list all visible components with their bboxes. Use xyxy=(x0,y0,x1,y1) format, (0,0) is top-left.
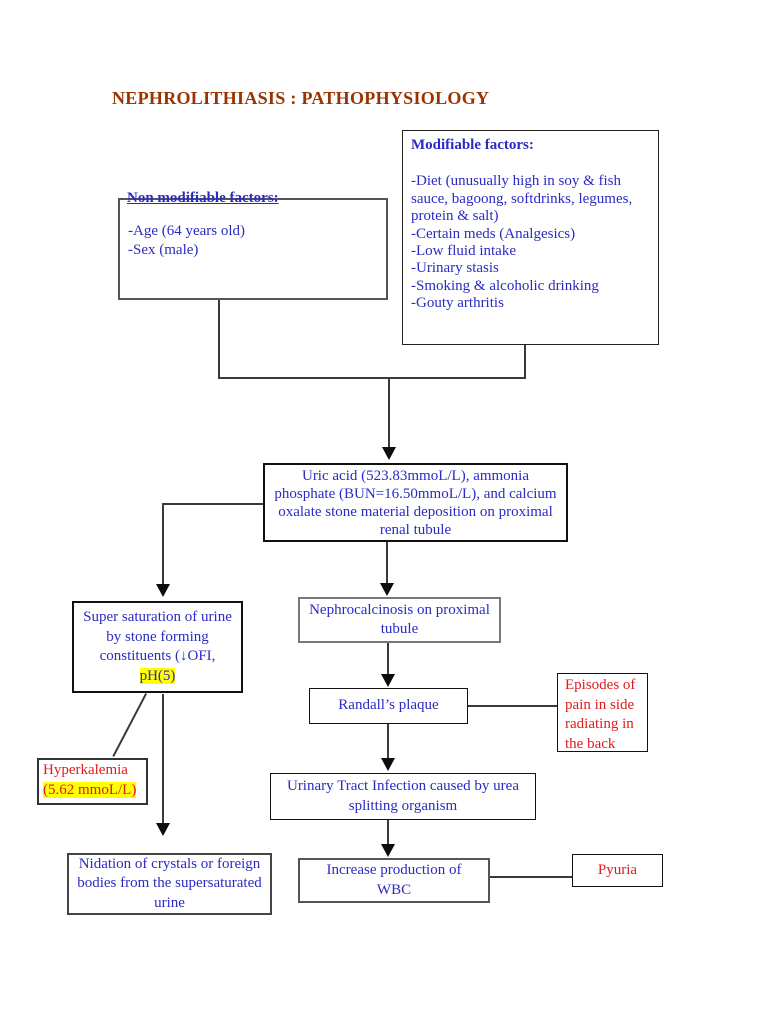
flow-box-uti: Urinary Tract Infection caused by urea s… xyxy=(270,773,536,820)
arrow-to-uti-head xyxy=(381,758,395,771)
flow-box-randalls-plaque: Randall’s plaque xyxy=(309,688,468,724)
modifiable-item-meds: -Certain meds (Analgesics) xyxy=(411,225,576,242)
modifiable-item-fluid: -Low fluid intake xyxy=(411,242,516,259)
flow-box-wbc-production: Increase production of WBC xyxy=(298,858,490,903)
hyperkalemia-label: Hyperkalemia xyxy=(43,762,128,778)
connector-to-hyperkalemia xyxy=(112,693,147,757)
supersaturation-text: Super saturation of urine by stone formi… xyxy=(83,609,232,664)
connector-randall-to-episodes xyxy=(468,705,557,707)
flow-box-uric-acid-deposition: Uric acid (523.83mmoL/L), ammonia phosph… xyxy=(263,463,568,542)
flow-box-nephrocalcinosis: Nephrocalcinosis on proximal tubule xyxy=(298,597,501,643)
non-modifiable-item-sex: -Sex (male) xyxy=(128,242,199,259)
connector-join-horizontal xyxy=(218,377,526,379)
nidation-text: Nidation of crystals or foreign bodies f… xyxy=(77,855,262,911)
arrow-to-uric-acid-shaft xyxy=(388,378,390,447)
arrow-to-supersaturation-shaft xyxy=(162,503,164,584)
flow-box-supersaturation: Super saturation of urine by stone formi… xyxy=(72,601,243,693)
uric-acid-text: Uric acid (523.83mmoL/L), ammonia phosph… xyxy=(274,467,557,538)
arrow-to-nephrocalcinosis-head xyxy=(380,583,394,596)
non-modifiable-heading: Non modifiable factors: xyxy=(127,190,279,206)
arrow-to-randalls-plaque-shaft xyxy=(387,643,389,675)
connector-uric-left-horizontal xyxy=(163,503,263,505)
modifiable-item-stasis: -Urinary stasis xyxy=(411,260,499,277)
flow-box-modifiable-factors: Modifiable factors: -Diet (unusually hig… xyxy=(402,130,659,345)
arrow-to-wbc-head xyxy=(381,844,395,857)
arrow-to-uti-shaft xyxy=(387,724,389,759)
arrow-to-uric-acid-head xyxy=(382,447,396,460)
pyuria-text: Pyuria xyxy=(597,861,638,878)
supersaturation-ph-highlight: pH(5) xyxy=(139,667,176,684)
arrow-to-supersaturation-head xyxy=(156,584,170,597)
connector-wbc-to-pyuria xyxy=(490,876,572,878)
arrow-to-wbc-shaft xyxy=(387,820,389,845)
arrow-to-randalls-plaque-head xyxy=(381,674,395,687)
arrow-to-nidation-shaft xyxy=(162,694,164,823)
flow-box-pyuria: Pyuria xyxy=(572,854,663,887)
non-modifiable-item-age: -Age (64 years old) xyxy=(128,223,246,239)
randalls-plaque-text: Randall’s plaque xyxy=(338,697,439,714)
flow-box-nidation: Nidation of crystals or foreign bodies f… xyxy=(67,853,272,915)
modifiable-item-gouty: -Gouty arthritis xyxy=(411,295,504,312)
wbc-text: Increase production of WBC xyxy=(326,862,462,898)
arrow-to-nephrocalcinosis-shaft xyxy=(386,542,388,584)
nephrocalcinosis-text: Nephrocalcinosis on proximal tubule xyxy=(309,601,490,637)
connector-non-modifiable-down xyxy=(218,300,220,378)
hyperkalemia-value: (5.62 mmoL/L) xyxy=(43,781,137,798)
page-title: NEPHROLITHIASIS : PATHOPHYSIOLOGY xyxy=(112,88,490,108)
episodes-of-pain-text: Episodes of pain in side radiating in th… xyxy=(565,677,636,752)
flow-box-episodes-of-pain: Episodes of pain in side radiating in th… xyxy=(557,673,648,752)
flow-box-non-modifiable-factors: Non modifiable factors: -Age (64 years o… xyxy=(118,190,388,300)
uti-text: Urinary Tract Infection caused by urea s… xyxy=(286,778,519,814)
connector-modifiable-down xyxy=(524,345,526,378)
flow-box-hyperkalemia: Hyperkalemia (5.62 mmoL/L) xyxy=(37,758,148,805)
modifiable-item-diet: -Diet (unusually high in soy & fish sauc… xyxy=(411,173,633,225)
arrow-to-nidation-head xyxy=(156,823,170,836)
modifiable-heading: Modifiable factors: xyxy=(411,137,534,153)
modifiable-item-smoking: -Smoking & alcoholic drinking xyxy=(411,277,599,294)
